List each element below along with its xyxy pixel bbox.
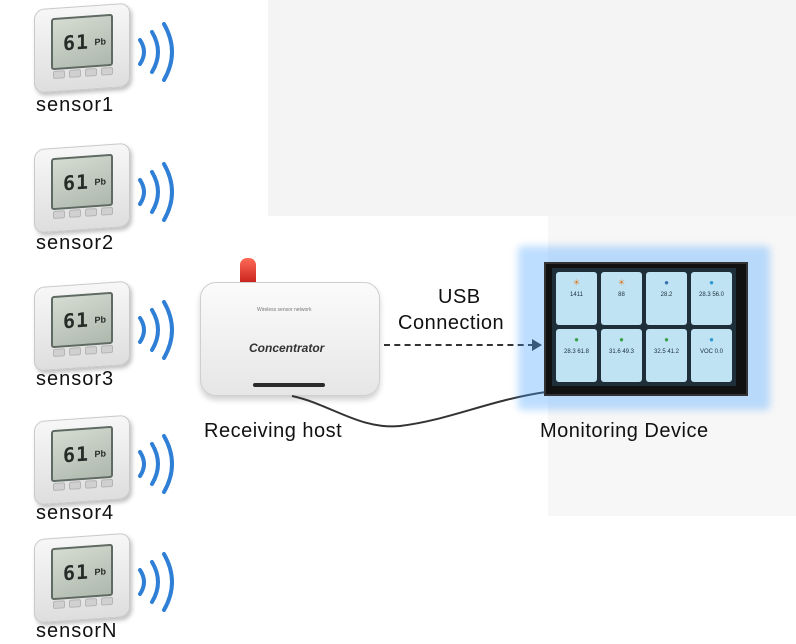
gas-icon: ● <box>709 335 714 344</box>
sensor-label-3: sensor3 <box>36 368 115 390</box>
connection-label-line2: Connection <box>398 312 505 334</box>
wireless-signal-icon <box>138 22 174 82</box>
sensor-label-4: sensor4 <box>36 502 115 524</box>
wireless-signal-icon <box>138 434 174 494</box>
sun-icon: ☀ <box>617 278 626 287</box>
sensor-label-1: sensor1 <box>36 94 115 116</box>
dashboard-tile: ●32.5 41.2 <box>646 329 687 382</box>
thermometer-icon: ● <box>574 335 579 344</box>
monitoring-device-label: Monitoring Device <box>540 420 709 442</box>
sensor-device-1: 61 Pb <box>30 2 174 94</box>
wireless-signal-icon <box>138 300 174 360</box>
monitoring-device: ☀1411 ☀88 ●28.2 ●28.3 56.0 ●28.3 61.8 ●3… <box>518 246 770 410</box>
sensor-device-2: 61 Pb <box>30 142 174 234</box>
dashboard-tile: ☀1411 <box>556 272 597 325</box>
sensor-device-3: 61 Pb <box>30 280 174 372</box>
monitor-screen: ☀1411 ☀88 ●28.2 ●28.3 56.0 ●28.3 61.8 ●3… <box>552 268 736 386</box>
dashboard-tile: ●31.6 49.3 <box>601 329 642 382</box>
dashboard-tile: ●28.2 <box>646 272 687 325</box>
thermometer-icon: ● <box>664 278 669 287</box>
thermometer-icon: ● <box>619 335 624 344</box>
receiving-host-label: Receiving host <box>204 420 343 442</box>
sensor-label-n: sensorN <box>36 620 118 642</box>
wireless-signal-icon <box>138 552 174 612</box>
sensor-device-4: 61 Pb <box>30 414 174 506</box>
dashboard-tile: ☀88 <box>601 272 642 325</box>
connection-label-line1: USB <box>438 286 481 308</box>
sensor-label-2: sensor2 <box>36 232 115 254</box>
sun-icon: ☀ <box>572 278 581 287</box>
sensor-device-n: 61 Pb <box>30 532 174 624</box>
dashboard-tile: ●28.3 61.8 <box>556 329 597 382</box>
usb-connection-line <box>384 344 534 346</box>
arrow-head-icon <box>532 339 542 351</box>
dashboard-tile: ●28.3 56.0 <box>691 272 732 325</box>
droplet-icon: ● <box>709 278 714 287</box>
dashboard-tile: ●VOC 0.0 <box>691 329 732 382</box>
concentrator-slot <box>253 383 325 387</box>
wireless-signal-icon <box>138 162 174 222</box>
concentrator-device: Wireless sensor network Concentrator <box>200 280 380 400</box>
antenna-icon <box>240 258 256 284</box>
background-panel <box>268 0 796 216</box>
thermometer-icon: ● <box>664 335 669 344</box>
concentrator-subtitle: Wireless sensor network <box>257 307 312 313</box>
concentrator-name: Concentrator <box>249 341 325 355</box>
concentrator-housing: Wireless sensor network Concentrator <box>200 282 380 396</box>
